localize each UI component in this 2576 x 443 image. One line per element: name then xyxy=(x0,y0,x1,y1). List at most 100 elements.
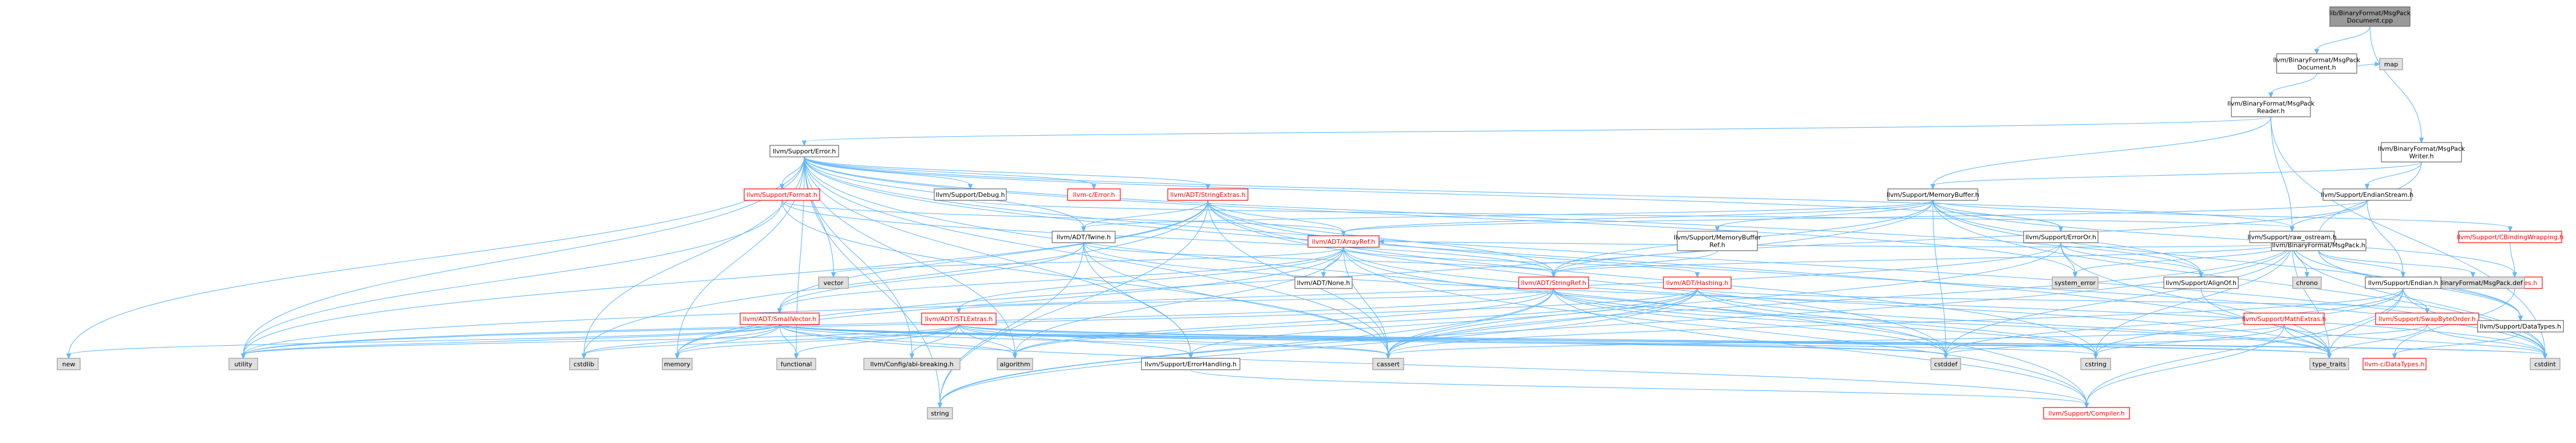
edge-smallvector_h-to-compiler_h xyxy=(779,324,2087,405)
node-box xyxy=(769,145,839,157)
node-endianstream-h[interactable]: llvm/Support/EndianStream.h xyxy=(2321,188,2413,201)
edge-arrowhead-stlextras_h-to-cstddef xyxy=(1943,353,1949,359)
node-box xyxy=(2458,231,2562,243)
node-cstdlib[interactable]: cstdlib xyxy=(569,358,599,370)
edge-raw_ostream_h-to-stringref_h xyxy=(1553,242,2293,274)
node-string[interactable]: string xyxy=(927,407,953,420)
node-compiler-h[interactable]: llvm/Support/Compiler.h xyxy=(2043,407,2130,420)
node-functional[interactable]: functional xyxy=(776,358,816,370)
edge-mathextras_h-to-cstring xyxy=(2095,324,2285,355)
edge-hashing_h-to-cassert xyxy=(1388,288,1698,355)
node-c-datatypes-h[interactable]: llvm-c/DataTypes.h xyxy=(2362,358,2427,370)
node-cstddef[interactable]: cstddef xyxy=(1930,358,1961,370)
node-box xyxy=(2309,358,2349,370)
node-label: Document.cpp xyxy=(2347,17,2393,25)
node-datatypes-h[interactable]: llvm/Support/DataTypes.h xyxy=(2477,320,2564,333)
edge-arrowhead-hashing_h-to-swapbyteorder_h xyxy=(2424,308,2430,314)
node-none-h[interactable]: llvm/ADT/None.h xyxy=(1294,276,1353,289)
edge-stringref_h-to-type_traits xyxy=(1553,288,2330,355)
edge-datatypes_h-to-c_datatypes_h xyxy=(2394,331,2521,355)
node-map[interactable]: map xyxy=(2379,58,2403,70)
node-label: llvm/Config/abi-breaking.h xyxy=(870,361,953,368)
node-alignof-h[interactable]: llvm/Support/AlignOf.h xyxy=(2163,276,2239,289)
node-memorybuffer-h[interactable]: llvm/Support/MemoryBuffer.h xyxy=(1887,188,1980,201)
node-label: llvm/Support/MathExtras.h xyxy=(2242,315,2326,323)
edge-twine_h-to-stringref_h xyxy=(1083,242,1554,274)
edge-smallvector_h-to-cstdlib xyxy=(583,324,780,355)
node-box xyxy=(662,358,693,370)
node-c-error-h[interactable]: llvm-c/Error.h xyxy=(1067,188,1121,201)
edge-error_h-to-raw_ostream_h xyxy=(804,156,2293,228)
node-label: cstdlib xyxy=(574,361,594,368)
node-erroror-h[interactable]: llvm/Support/ErrorOr.h xyxy=(2023,231,2099,243)
node-box xyxy=(2329,6,2411,27)
node-box xyxy=(997,358,1033,370)
node-cstring[interactable]: cstring xyxy=(2080,358,2111,370)
node-swapbyteorder-h[interactable]: llvm/Support/SwapByteOrder.h xyxy=(2375,313,2479,325)
node-box xyxy=(2243,313,2325,325)
edge-msgpackwriter_h-to-memorybuffer_h xyxy=(1932,161,2422,186)
edge-smallvector_h-to-algorithm xyxy=(779,324,1016,355)
node-cstdint[interactable]: cstdint xyxy=(2530,358,2561,370)
edge-arrowhead-arrayref_h-to-none_h xyxy=(1321,272,1326,278)
node-label: llvm-c/DataTypes.h xyxy=(2365,361,2425,368)
node-abi-breaking-h[interactable]: llvm/Config/abi-breaking.h xyxy=(863,358,961,370)
node-hashing-h[interactable]: llvm/ADT/Hashing.h xyxy=(1663,276,1732,289)
edge-memorybuffer_h-to-datatypes_h xyxy=(1932,200,2521,318)
node-box xyxy=(2375,313,2479,325)
node-raw-ostream-h[interactable]: llvm/Support/raw_ostream.h xyxy=(2247,231,2337,243)
node-stlextras-h[interactable]: llvm/ADT/STLExtras.h xyxy=(921,313,997,325)
edge-stlextras_h-to-cstdlib xyxy=(583,324,959,355)
node-stringref-h[interactable]: llvm/ADT/StringRef.h xyxy=(1518,276,1589,289)
node-label: llvm/ADT/Hashing.h xyxy=(1666,279,1729,287)
edge-arrowhead-stringextras_h-to-arrayref_h xyxy=(1341,231,1346,237)
node-new[interactable]: new xyxy=(57,358,81,370)
edge-smallvector_h-to-new xyxy=(68,324,780,355)
edge-arrowhead-stringextras_h-to-twine_h xyxy=(1081,226,1086,232)
edge-arrowhead-error_h-to-c_error_h xyxy=(1091,184,1097,190)
edge-stlextras_h-to-algorithm xyxy=(958,324,1016,355)
edge-arrowhead-stlextras_h-to-type_traits xyxy=(2326,353,2332,359)
edge-twine_h-to-cassert xyxy=(1083,242,1389,355)
edge-smallvector_h-to-cstddef xyxy=(779,324,1946,355)
node-smallvector-h[interactable]: llvm/ADT/SmallVector.h xyxy=(740,313,820,325)
node-arrayref-h[interactable]: llvm/ADT/ArrayRef.h xyxy=(1307,235,1380,248)
node-box xyxy=(1930,358,1961,370)
node-endian-h[interactable]: llvm/Support/Endian.h xyxy=(2365,276,2441,289)
node-system-error[interactable]: system_error xyxy=(2052,276,2099,289)
edge-erroror_h-to-utility xyxy=(243,242,2061,355)
node-chrono[interactable]: chrono xyxy=(2292,276,2322,289)
node-twine-h[interactable]: llvm/ADT/Twine.h xyxy=(1052,231,1116,243)
node-label: llvm/BinaryFormat/MsgPack xyxy=(2273,57,2361,64)
node-mathextras-h[interactable]: llvm/Support/MathExtras.h xyxy=(2242,313,2326,325)
node-cbinding-h[interactable]: llvm/Support/CBindingWrapping.h xyxy=(2457,231,2564,243)
node-label: chrono xyxy=(2296,279,2318,287)
node-box xyxy=(1052,231,1116,243)
node-vector[interactable]: vector xyxy=(818,276,849,289)
node-stringextras-h[interactable]: llvm/ADT/StringExtras.h xyxy=(1167,188,1249,201)
edge-arrowhead-hashing_h-to-string xyxy=(937,402,943,409)
node-label: llvm/Support/Error.h xyxy=(773,148,836,155)
node-errorhandling-h[interactable]: llvm/Support/ErrorHandling.h xyxy=(1141,358,1240,370)
node-label: llvm/ADT/STLExtras.h xyxy=(925,315,993,323)
node-error-h[interactable]: llvm/Support/Error.h xyxy=(769,145,839,157)
node-label: llvm/BinaryFormat/MsgPack.h xyxy=(2272,242,2365,249)
node-memory[interactable]: memory xyxy=(662,358,693,370)
node-utility[interactable]: utility xyxy=(228,358,258,370)
node-format-h[interactable]: llvm/Support/Format.h xyxy=(744,188,820,201)
edge-swapbyteorder_h-to-cstddef xyxy=(1945,324,2428,355)
node-cassert[interactable]: cassert xyxy=(1372,358,1404,370)
node-algorithm[interactable]: algorithm xyxy=(997,358,1033,370)
edge-hashing_h-to-cstring xyxy=(1697,288,2096,355)
edge-arrowhead-msgpackdoc_cpp-to-msgpackdoc_h xyxy=(2314,49,2320,55)
node-box xyxy=(2249,231,2335,243)
node-type-traits[interactable]: type_traits xyxy=(2309,358,2349,370)
node-debug-h[interactable]: llvm/Support/Debug.h xyxy=(934,188,1007,201)
edge-arrowhead-raw_ostream_h-to-system_error xyxy=(2072,272,2078,278)
